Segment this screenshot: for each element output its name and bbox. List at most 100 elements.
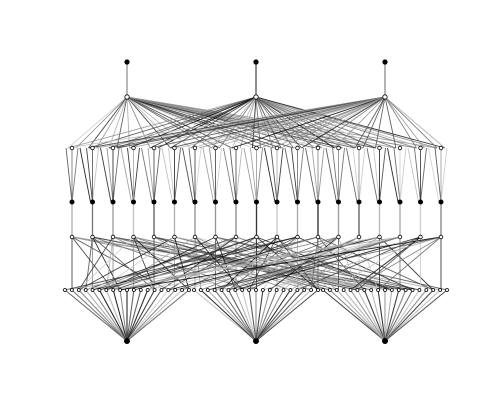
bottom-grid-node <box>233 288 238 292</box>
bottom-grid-node <box>376 288 381 292</box>
upper-fan-node <box>110 145 116 151</box>
bottom-grid-node <box>159 288 164 292</box>
edge-hub-upper <box>354 96 386 149</box>
edge-lower-grid <box>133 236 155 291</box>
lower-fan-node <box>438 234 444 240</box>
bottom-grid-node <box>118 288 123 292</box>
edge-upper-mid <box>250 147 257 203</box>
bottom-grid-node <box>240 288 245 292</box>
edge-grid-bottom <box>126 289 135 342</box>
edge-hub-upper <box>231 96 386 149</box>
edge-lower-grid <box>78 236 114 291</box>
edge-lower-grid <box>182 236 401 291</box>
bottom-grid-node <box>403 288 408 292</box>
bottom-grid-node <box>138 288 143 292</box>
edge-grid-bottom <box>119 289 128 342</box>
edge-hub-upper <box>126 96 233 149</box>
edge-upper-mid <box>71 147 79 203</box>
bottom-grid-node <box>316 288 320 292</box>
middle-node <box>151 199 157 205</box>
edge-upper-mid <box>366 147 378 203</box>
edge-grid-bottom <box>384 289 400 342</box>
edge-upper-mid <box>182 147 194 203</box>
upper-fan-node <box>69 145 75 151</box>
edge-hub-upper <box>260 96 386 149</box>
edge-upper-mid <box>112 147 120 203</box>
edge-hub-upper <box>149 96 386 149</box>
edge-hub-upper <box>255 96 376 149</box>
bottom-grid-node <box>97 288 102 292</box>
edge-grid-bottom <box>234 289 257 342</box>
edge-grid-bottom <box>384 289 427 342</box>
edge-upper-mid <box>291 147 298 203</box>
edge-grid-bottom <box>370 289 386 342</box>
edge-grid-bottom <box>336 289 386 342</box>
middle-node <box>315 199 321 205</box>
edge-hub-upper <box>108 96 257 149</box>
bottom-grid-node <box>417 288 422 292</box>
bottom-grid-node <box>145 288 150 292</box>
edge-upper-mid <box>387 147 399 203</box>
edge-hub-upper <box>384 96 397 149</box>
edge-upper-mid <box>188 147 196 203</box>
lower-fan-node <box>254 234 259 240</box>
edge-grid-bottom <box>384 289 393 342</box>
bottom-grid-node <box>173 288 178 292</box>
edge-hub-upper <box>149 96 257 149</box>
edge-upper-mid <box>264 147 276 203</box>
edge-hub-upper <box>190 96 257 149</box>
bottom-grid-node <box>180 288 185 292</box>
edge-upper-mid <box>325 147 337 203</box>
edge-lower-grid <box>242 236 360 291</box>
bottom-grid-node <box>341 288 346 292</box>
edge-upper-mid <box>270 147 278 203</box>
edge-upper-mid <box>223 147 235 203</box>
edge-lower-grid <box>350 236 421 291</box>
edge-upper-mid <box>79 147 91 203</box>
top-output-node <box>382 59 388 65</box>
edge-lower-grid <box>85 236 93 291</box>
edge-upper-mid <box>297 147 304 203</box>
edge-grid-bottom <box>227 289 257 342</box>
middle-node <box>438 199 444 205</box>
bottom-grid-node <box>111 288 116 292</box>
edge-lower-grid <box>181 236 298 291</box>
bottom-grid-node <box>205 288 210 292</box>
edge-hub-upper <box>384 96 417 149</box>
edge-hub-upper <box>384 96 438 149</box>
edge-lower-grid <box>168 236 257 291</box>
edge-lower-grid <box>120 236 442 291</box>
edge-lower-grid <box>262 236 442 291</box>
edge-upper-mid <box>106 147 114 203</box>
edge-hub-upper <box>255 96 425 149</box>
edge-grid-bottom <box>214 289 257 342</box>
edge-hub-upper <box>293 96 386 149</box>
edge-grid-bottom <box>126 289 176 342</box>
edge-lower-grid <box>78 236 442 291</box>
edge-lower-grid <box>99 236 319 291</box>
bottom-grid-node <box>369 288 374 292</box>
edge-lower-grid <box>64 236 401 291</box>
edge-hub-upper <box>255 96 274 149</box>
edge-upper-mid <box>434 147 442 203</box>
edge-upper-mid <box>127 147 134 203</box>
lower-fan-node <box>336 234 341 240</box>
edge-lower-grid <box>329 236 421 291</box>
edge-hub-upper <box>129 96 386 149</box>
edge-grid-bottom <box>98 289 128 342</box>
edge-hub-upper <box>255 96 294 149</box>
bottom-grid-node <box>295 288 300 292</box>
edge-group <box>64 62 448 342</box>
edge-grid-bottom <box>255 289 291 342</box>
edge-lower-grid <box>228 236 401 291</box>
edge-upper-mid <box>174 147 181 203</box>
edge-upper-mid <box>256 147 263 203</box>
edge-grid-bottom <box>71 289 128 342</box>
edge-hub-upper <box>384 96 446 149</box>
lower-fan-node <box>397 234 403 240</box>
edge-hub-upper <box>67 96 128 149</box>
edge-upper-mid <box>407 147 419 203</box>
middle-node <box>110 199 116 205</box>
edge-lower-grid <box>105 236 114 291</box>
edge-lower-grid <box>71 236 330 291</box>
